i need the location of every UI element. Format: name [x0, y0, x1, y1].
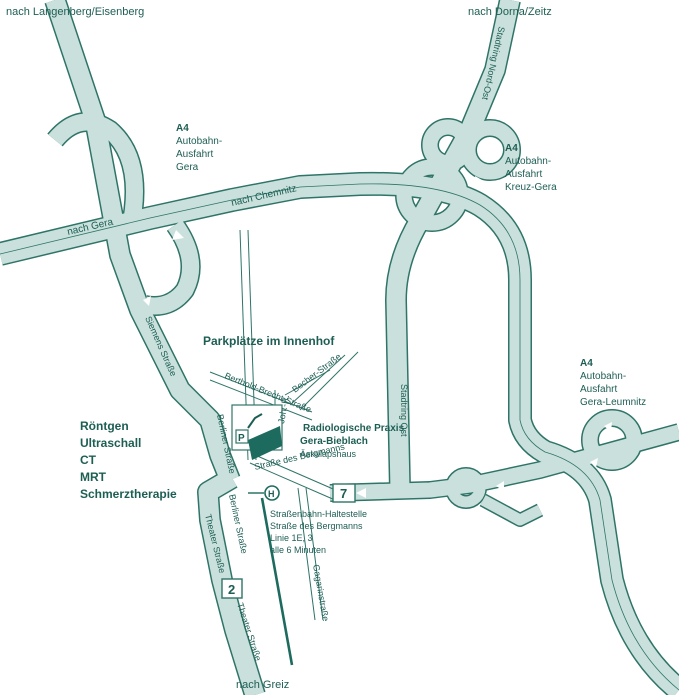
- tram-stop: [264, 485, 280, 501]
- arrow-chemnitz: [475, 176, 482, 185]
- service-item: Schmerztherapie: [80, 487, 177, 501]
- arrow-theater: [229, 520, 241, 528]
- exit-leumnitz-line3: Ausfahrt: [580, 384, 617, 395]
- parking-title: Parkplätze im Innenhof: [203, 334, 335, 348]
- street-joh-r: Joh.-R.: [276, 394, 291, 424]
- practice-name-1: Radiologische Praxis: [303, 423, 405, 434]
- arrow-leumnitz: [604, 422, 612, 432]
- route-2-marker: [221, 578, 243, 599]
- exit-kreuz-line3: Ausfahrt: [505, 169, 542, 180]
- arrow-b7: [356, 488, 366, 498]
- exit-leumnitz-line4: Gera-Leumnitz: [580, 397, 646, 408]
- exit-kreuz-line2: Autobahn-: [505, 156, 551, 167]
- service-item: MRT: [80, 470, 107, 484]
- practice-building-name: Äskulapshaus: [300, 449, 357, 459]
- practice-name-2: Gera-Bieblach: [300, 436, 368, 447]
- label-nach-greiz: nach Greiz: [236, 679, 289, 691]
- route-7-label: 7: [340, 486, 347, 501]
- exit-kreuz-line4: Kreuz-Gera: [505, 182, 557, 193]
- label-langenberg: nach Langenberg/Eisenberg: [6, 6, 144, 18]
- exit-leumnitz-line2: Autobahn-: [580, 371, 626, 382]
- street-berliner-2: Berliner Straße: [227, 493, 249, 554]
- parking-arrow: [247, 413, 263, 429]
- tram-line: [260, 497, 294, 666]
- exit-gera: A4 Autobahn- Ausfahrt Gera: [176, 123, 222, 173]
- route-markers: 7 2: [221, 483, 356, 599]
- tram-info: Straßenbahn-Haltestelle Straße des Bergm…: [270, 509, 367, 555]
- arrow-east: [590, 458, 598, 468]
- practice-building: [248, 426, 282, 460]
- tram-stop-symbol: H: [268, 489, 275, 499]
- exit-gera-line2: Autobahn-: [176, 136, 222, 147]
- arrow-gera-exit: [172, 230, 184, 240]
- arrow-siemens: [143, 296, 151, 306]
- services-list: Röntgen Ultraschall CT MRT Schmerztherap…: [80, 419, 177, 501]
- street-stadtring-ost: Stadtring Ost: [399, 384, 409, 437]
- exit-gera-line4: Gera: [176, 162, 199, 173]
- arrow-roundabout: [496, 481, 504, 491]
- tram-info-line3: Linie 1E, 3: [270, 533, 313, 543]
- tram-info-line2: Straße des Bergmanns: [270, 521, 363, 531]
- tram-info-line4: alle 6 Minuten: [270, 545, 326, 555]
- tram-info-line1: Straßenbahn-Haltestelle: [270, 509, 367, 519]
- service-item: Ultraschall: [80, 436, 141, 450]
- exit-gera-line3: Ausfahrt: [176, 149, 213, 160]
- route-2-label: 2: [228, 582, 235, 597]
- exit-leumnitz-a4: A4: [580, 358, 593, 369]
- exit-leumnitz: A4 Autobahn- Ausfahrt Gera-Leumnitz: [580, 358, 646, 408]
- exit-kreuz-a4: A4: [505, 143, 518, 154]
- buildings: P H: [231, 404, 294, 666]
- exit-kreuz-gera: A4 Autobahn- Ausfahrt Kreuz-Gera: [505, 143, 557, 193]
- parking-symbol-box: [235, 429, 249, 444]
- parking-symbol: P: [238, 433, 245, 444]
- service-item: CT: [80, 453, 97, 467]
- service-item: Röntgen: [80, 419, 129, 433]
- route-7-marker: [332, 483, 356, 503]
- direction-arrows: [143, 176, 612, 528]
- label-dorna-zeitz: nach Dorna/Zeitz: [468, 6, 552, 18]
- street-becher: Becher-Straße: [290, 351, 343, 394]
- exit-gera-a4: A4: [176, 123, 189, 134]
